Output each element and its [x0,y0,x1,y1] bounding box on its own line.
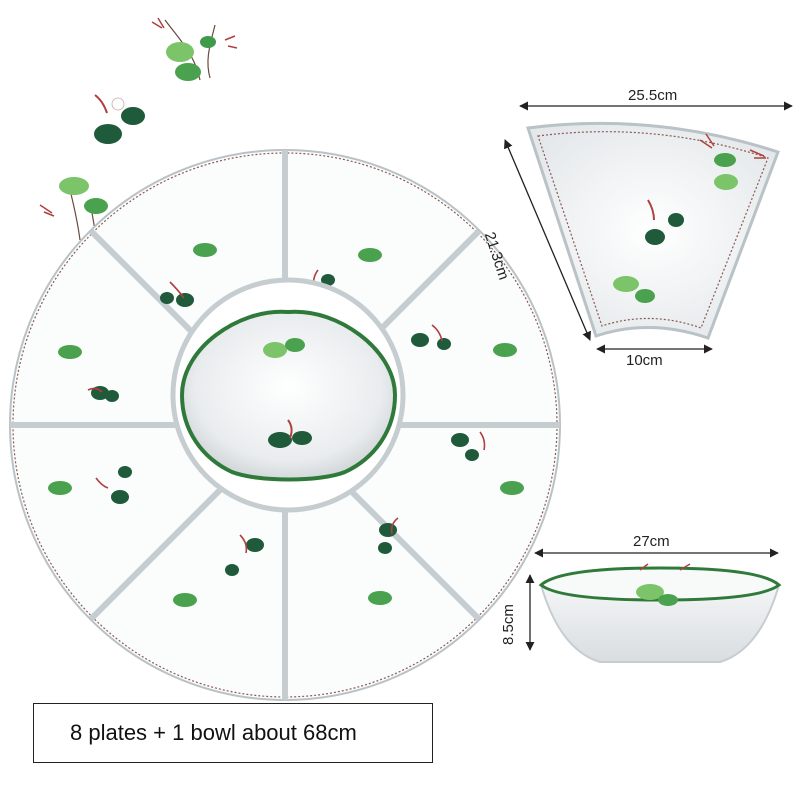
caption-text: 8 plates + 1 bowl about 68cm [70,720,357,745]
lotus-decoration-top [151,17,238,81]
bowl-height-label: 8.5cm [500,604,517,645]
plate-bottom-width-label: 10cm [626,352,663,369]
center-bowl [170,277,406,513]
lotus-decoration-left [39,177,121,241]
plate-dimension-arrows [504,101,793,354]
bowl-side-view [538,563,782,663]
product-caption: 8 plates + 1 bowl about 68cm [33,703,433,763]
plate-set-round [9,149,561,701]
bowl-width-label: 27cm [633,533,670,550]
single-plate [526,121,780,340]
bowl-dimension-arrows [525,548,779,651]
lotus-decoration-middle [94,94,145,144]
plate-motifs [48,243,524,607]
plate-top-width-label: 25.5cm [628,87,678,104]
